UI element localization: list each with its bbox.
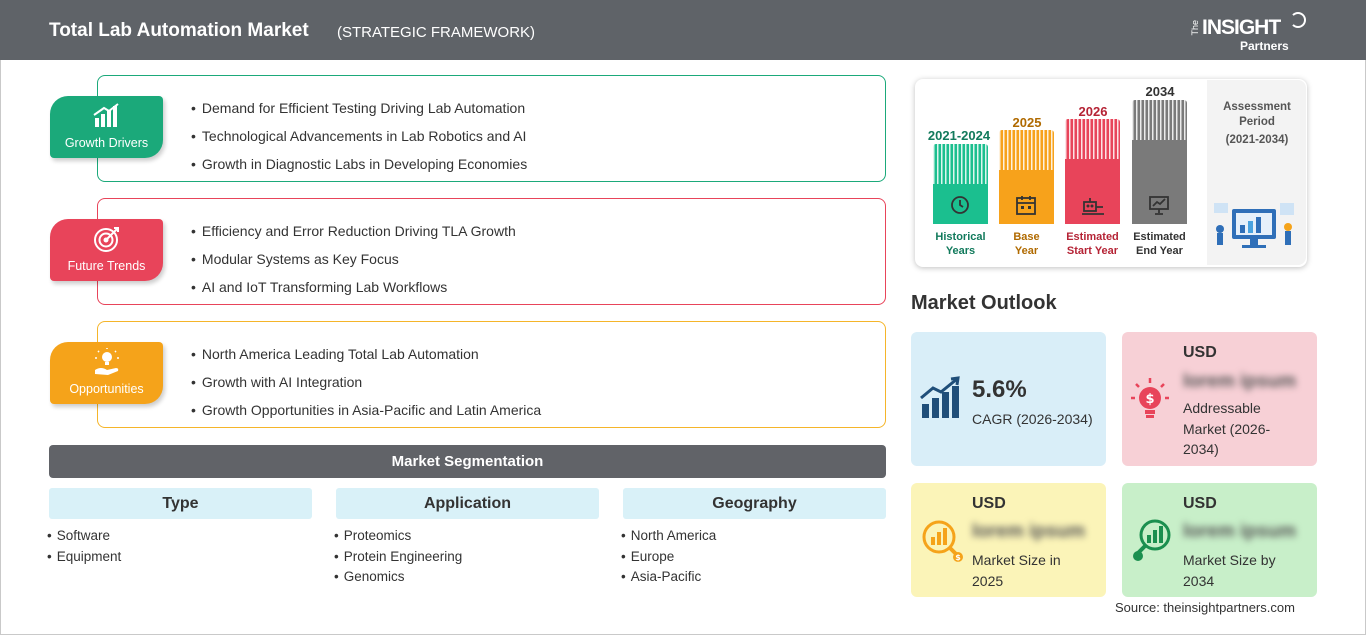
period-label-base: Base Year <box>1013 231 1040 257</box>
robot-icon <box>1082 198 1104 215</box>
segment-heading: Geography <box>623 488 886 519</box>
list-item: AI and IoT Transforming Lab Workflows <box>191 273 516 301</box>
addressable-currency: USD <box>1183 344 1217 361</box>
segment-heading: Type <box>49 488 312 519</box>
lightbulb-hand-icon <box>95 348 119 375</box>
timeline-bar-end <box>1132 100 1187 224</box>
chart-magnifier-icon <box>1133 519 1171 561</box>
list-item: Genomics <box>334 567 599 588</box>
segment-type-column: Type Software Equipment <box>49 488 312 567</box>
growth-drivers-card: Demand for Efficient Testing Driving Lab… <box>97 75 886 182</box>
presentation-icon <box>1149 196 1169 215</box>
future-trends-list: Efficiency and Error Reduction Driving T… <box>191 217 516 301</box>
size-2034-label: Market Size by 2034 <box>1183 552 1276 589</box>
list-item: Modular Systems as Key Focus <box>191 245 516 273</box>
list-item: Growth in Diagnostic Labs in Developing … <box>191 150 527 178</box>
list-item: Growth Opportunities in Asia-Pacific and… <box>191 396 541 424</box>
logo-arc-icon <box>1290 12 1306 28</box>
period-label-start: Estimated Start Year <box>1066 231 1119 257</box>
page-subtitle: (STRATEGIC FRAMEWORK) <box>337 24 536 41</box>
period-label-historical: Historical Years <box>935 231 986 257</box>
period-year-historical: 2021-2024 <box>927 128 991 143</box>
svg-text:$: $ <box>1145 392 1154 407</box>
list-item: Protein Engineering <box>334 547 599 568</box>
opportunities-card: North America Leading Total Lab Automati… <box>97 321 886 428</box>
logo-the: The <box>1190 20 1200 36</box>
list-item: Europe <box>621 547 886 568</box>
growth-drivers-badge: Growth Drivers <box>50 96 163 158</box>
list-item: Technological Advancements in Lab Roboti… <box>191 122 527 150</box>
timeline-bar-historical <box>933 144 988 224</box>
insight-partners-logo[interactable]: The INSIGHT Partners <box>1190 12 1310 54</box>
addressable-market-box: $ USD lorem ipsum Addressable Market (20… <box>1122 332 1317 466</box>
list-item: Proteomics <box>334 526 599 547</box>
list-item: Software <box>47 526 312 547</box>
size-2034-value: lorem ipsum <box>1183 521 1296 542</box>
segment-geography-column: Geography North America Europe Asia-Paci… <box>623 488 886 588</box>
future-trends-label: Future Trends <box>67 259 146 273</box>
timeline-bar-start <box>1065 119 1120 224</box>
list-item: Efficiency and Error Reduction Driving T… <box>191 217 516 245</box>
chart-magnifier-icon: $ <box>922 520 963 562</box>
growth-chart-icon <box>93 103 119 127</box>
opportunities-label: Opportunities <box>69 382 144 396</box>
market-size-2025-box: $ USD lorem ipsum Market Size in 2025 <box>911 483 1106 597</box>
size-2025-currency: USD <box>972 495 1006 512</box>
growth-drivers-list: Demand for Efficient Testing Driving Lab… <box>191 94 527 178</box>
assessment-period-text: Assessment Period (2021-2034) <box>1223 101 1291 146</box>
opportunities-list: North America Leading Total Lab Automati… <box>191 340 541 424</box>
period-year-start: 2026 <box>1078 104 1108 119</box>
list-item: Demand for Efficient Testing Driving Lab… <box>191 94 527 122</box>
history-icon <box>951 196 969 214</box>
cagr-box: 5.6% CAGR (2026-2034) <box>911 332 1106 466</box>
period-label-end: Estimated End Year <box>1133 231 1186 257</box>
logo-partners: Partners <box>1240 39 1289 53</box>
size-2025-label: Market Size in 2025 <box>972 552 1061 589</box>
calendar-icon <box>1016 196 1036 215</box>
target-icon <box>94 227 119 252</box>
page-title: Total Lab Automation Market <box>49 20 309 41</box>
addressable-label: Addressable Market (2026-2034) <box>1183 400 1271 457</box>
market-outlook-title: Market Outlook <box>911 292 1057 314</box>
period-year-end: 2034 <box>1145 84 1175 99</box>
size-2034-currency: USD <box>1183 495 1217 512</box>
market-segmentation-header: Market Segmentation <box>49 445 886 478</box>
svg-text:$: $ <box>955 553 961 562</box>
analytics-illustration-icon <box>1214 203 1294 248</box>
cagr-label: CAGR (2026-2034) <box>972 411 1093 427</box>
addressable-value: lorem ipsum <box>1183 371 1296 392</box>
future-trends-card: Efficiency and Error Reduction Driving T… <box>97 198 886 305</box>
opportunities-badge: Opportunities <box>50 342 163 404</box>
segment-heading: Application <box>336 488 599 519</box>
list-item: Equipment <box>47 547 312 568</box>
growth-drivers-label: Growth Drivers <box>64 136 149 150</box>
list-item: North America Leading Total Lab Automati… <box>191 340 541 368</box>
dollar-bulb-icon: $ <box>1131 378 1169 418</box>
logo-insight: INSIGHT <box>1202 16 1281 39</box>
growth-chart-icon <box>920 376 960 418</box>
segment-application-column: Application Proteomics Protein Engineeri… <box>336 488 599 588</box>
timeline-bar-base <box>999 130 1054 224</box>
list-item: Growth with AI Integration <box>191 368 541 396</box>
list-item: Asia-Pacific <box>621 567 886 588</box>
header-bar: Total Lab Automation Market (STRATEGIC F… <box>0 0 1366 60</box>
future-trends-badge: Future Trends <box>50 219 163 281</box>
market-size-2034-box: USD lorem ipsum Market Size by 2034 <box>1122 483 1317 597</box>
size-2025-value: lorem ipsum <box>972 521 1085 542</box>
cagr-value: 5.6% <box>972 376 1027 403</box>
source-text: Source: theinsightpartners.com <box>1115 600 1295 615</box>
period-year-base: 2025 <box>1012 115 1042 130</box>
list-item: North America <box>621 526 886 547</box>
